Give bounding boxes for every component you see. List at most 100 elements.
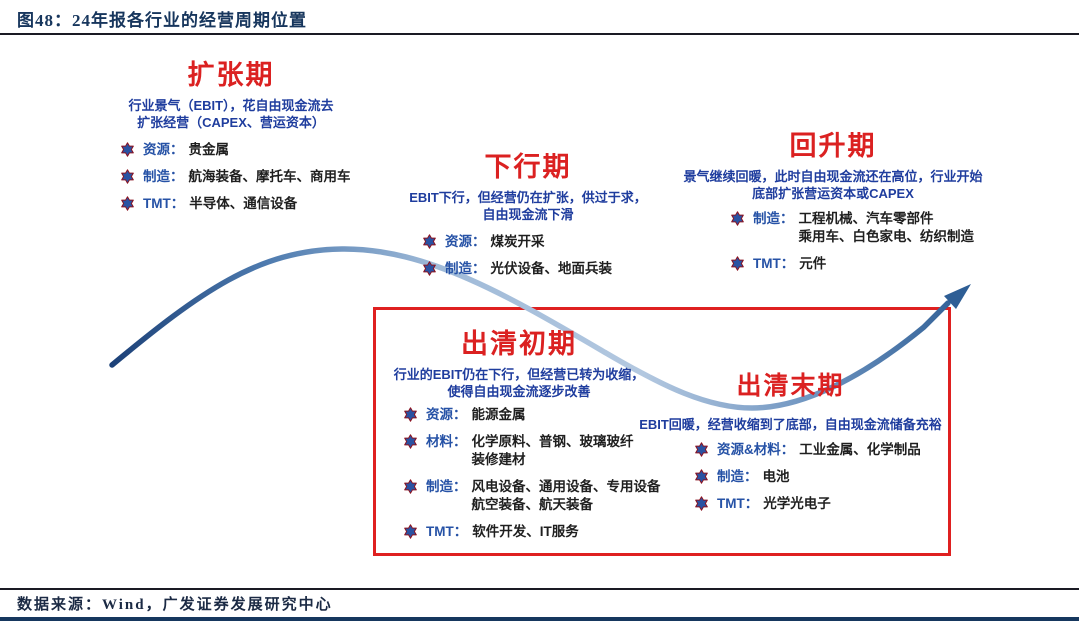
phase-description-line: 扩张经营（CAPEX、营运资本） xyxy=(137,115,325,130)
phase-description-line: EBIT下行，但经营仍在扩张，供过于求， xyxy=(409,190,647,205)
phase-description: 行业景气（EBIT），花自由现金流去扩张经营（CAPEX、营运资本） xyxy=(86,97,376,131)
phase-description-line: EBIT回暖，经营收缩到了底部，自由现金流储备充裕 xyxy=(639,417,942,432)
industry-names: 航海装备、摩托车、商用车 xyxy=(189,168,351,186)
industry-category-label: 资源&材料： xyxy=(717,442,795,457)
industry-category-label: TMT： xyxy=(426,524,468,539)
industry-names-line: 航空装备、航天装备 xyxy=(471,497,594,512)
industry-names: 工程机械、汽车零部件乘用车、白色家电、纺织制造 xyxy=(799,210,975,246)
arrow-head-icon xyxy=(944,284,971,309)
hexagram-star-icon xyxy=(694,469,709,484)
hexagram-star-icon xyxy=(120,169,135,184)
industry-category-label: TMT： xyxy=(143,196,185,211)
phase-description: 景气继续回暖，此时自由现金流还在高位，行业开始底部扩张营运资本或CAPEX xyxy=(668,168,998,202)
industry-item: 资源： 贵金属 xyxy=(120,141,376,159)
footer-rule xyxy=(0,588,1079,590)
industry-names-line: 光伏设备、地面兵装 xyxy=(490,261,613,276)
phase-title: 扩张期 xyxy=(187,60,275,90)
industry-names-line: 工程机械、汽车零部件 xyxy=(798,211,934,226)
industry-names: 光伏设备、地面兵装 xyxy=(491,260,613,278)
industry-names: 贵金属 xyxy=(189,141,230,159)
industry-names: 煤炭开采 xyxy=(491,233,545,251)
industry-item: 制造：工程机械、汽车零部件乘用车、白色家电、纺织制造 xyxy=(730,210,998,246)
phase-industry-list: 资源&材料： 工业金属、化学制品制造：电池 TMT： 光学光电子 xyxy=(694,441,943,513)
industry-category-label: 制造： xyxy=(717,469,758,484)
phase-description-line: 行业的EBIT仍在下行，但经营已转为收缩， xyxy=(393,367,645,382)
industry-category-label: 资源： xyxy=(143,142,184,157)
industry-category-label: 资源： xyxy=(445,234,486,249)
hexagram-star-icon xyxy=(422,261,437,276)
industry-item: TMT： 光学光电子 xyxy=(694,495,943,513)
industry-item: 制造： 光伏设备、地面兵装 xyxy=(422,260,658,278)
phase-title: 出清初期 xyxy=(461,329,577,359)
industry-names: 半导体、通信设备 xyxy=(189,195,297,213)
phase-clearing-early: 出清初期行业的EBIT仍在下行，但经营已转为收缩， 使得自由现金流逐步改善资源： 能… xyxy=(383,329,661,550)
industry-category-label: 制造： xyxy=(445,261,486,276)
hexagram-star-icon xyxy=(694,496,709,511)
industry-names: 化学原料、普钢、玻璃玻纤装修建材 xyxy=(472,433,634,469)
industry-names-line: 化学原料、普钢、玻璃玻纤 xyxy=(471,434,634,449)
phase-title: 出清末期 xyxy=(736,372,845,400)
phase-description-line: 行业景气（EBIT），花自由现金流去 xyxy=(128,98,334,113)
industry-names: 能源金属 xyxy=(472,406,526,424)
phase-description-line: 使得自由现金流逐步改善 xyxy=(447,384,591,399)
industry-item: 资源： 能源金属 xyxy=(403,406,655,424)
industry-names-line: 软件开发、IT服务 xyxy=(472,524,579,539)
phase-recovery: 回升期景气继续回暖，此时自由现金流还在高位，行业开始底部扩张营运资本或CAPEX… xyxy=(668,131,998,282)
industry-names-line: 装修建材 xyxy=(471,452,526,467)
industry-item: 制造： 风电设备、通用设备、专用设备航空装备、航天装备 xyxy=(403,478,661,514)
hexagram-star-icon xyxy=(403,479,418,494)
phase-description-line: 景气继续回暖，此时自由现金流还在高位，行业开始 xyxy=(683,169,983,184)
industry-names-line: 光学光电子 xyxy=(763,496,831,511)
industry-names-line: 航海装备、摩托车、商用车 xyxy=(188,169,351,184)
data-source-note: 数据来源：Wind，广发证券发展研究中心 xyxy=(17,597,333,613)
industry-category-label: TMT： xyxy=(717,496,759,511)
industry-names-line: 风电设备、通用设备、专用设备 xyxy=(471,479,661,494)
figure-title: 图48：24年报各行业的经营周期位置 xyxy=(17,11,307,30)
hexagram-star-icon xyxy=(403,434,418,449)
industry-item: 资源&材料： 工业金属、化学制品 xyxy=(694,441,943,459)
hexagram-star-icon xyxy=(403,524,418,539)
hexagram-star-icon xyxy=(694,442,709,457)
industry-names: 工业金属、化学制品 xyxy=(799,441,921,459)
hexagram-star-icon xyxy=(120,142,135,157)
industry-item: 资源： 煤炭开采 xyxy=(422,233,658,251)
industry-names-line: 元件 xyxy=(799,256,827,271)
bottom-accent-bar xyxy=(0,617,1079,621)
industry-category-label: 材料： xyxy=(426,434,467,449)
industry-names-line: 煤炭开采 xyxy=(490,234,545,249)
header-rule xyxy=(0,33,1079,35)
industry-category-label: 资源： xyxy=(426,407,467,422)
industry-names-line: 工业金属、化学制品 xyxy=(799,442,921,457)
industry-item: TMT： 元件 xyxy=(730,255,998,273)
hexagram-star-icon xyxy=(422,234,437,249)
phase-description-line: 自由现金流下滑 xyxy=(482,207,574,222)
phase-expansion: 扩张期行业景气（EBIT），花自由现金流去扩张经营（CAPEX、营运资本） 资源：… xyxy=(86,60,376,222)
phase-description-line: 底部扩张营运资本或CAPEX xyxy=(752,186,914,201)
phase-industry-list: 资源： 煤炭开采制造： 光伏设备、地面兵装 xyxy=(422,233,658,278)
industry-item: 制造：电池 xyxy=(694,468,943,486)
phase-industry-list: 资源： 能源金属材料： 化学原料、普钢、玻璃玻纤装修建材制造： 风电设备、通用设备、专… xyxy=(403,406,661,541)
hexagram-star-icon xyxy=(403,407,418,422)
phase-description: EBIT回暖，经营收缩到了底部，自由现金流储备充裕 xyxy=(638,416,943,433)
hexagram-star-icon xyxy=(730,211,745,226)
phase-clearing-late: 出清末期 EBIT回暖，经营收缩到了底部，自由现金流储备充裕资源&材料： 工业金属、… xyxy=(638,371,943,522)
industry-category-label: 制造： xyxy=(143,169,184,184)
industry-names: 光学光电子 xyxy=(763,495,831,513)
industry-item: 制造： 航海装备、摩托车、商用车 xyxy=(120,168,376,186)
industry-category-label: TMT： xyxy=(753,256,795,271)
industry-names-line: 能源金属 xyxy=(471,407,526,422)
phase-description: 行业的EBIT仍在下行，但经营已转为收缩， 使得自由现金流逐步改善 xyxy=(383,366,655,400)
phase-title: 下行期 xyxy=(484,152,572,182)
phase-description: EBIT下行，但经营仍在扩张，供过于求， 自由现金流下滑 xyxy=(398,189,658,223)
industry-names: 风电设备、通用设备、专用设备航空装备、航天装备 xyxy=(472,478,661,514)
industry-item: TMT： 半导体、通信设备 xyxy=(120,195,376,213)
industry-names-line: 乘用车、白色家电、纺织制造 xyxy=(798,229,975,244)
industry-names: 软件开发、IT服务 xyxy=(472,523,579,541)
industry-category-label: 制造： xyxy=(426,479,467,494)
hexagram-star-icon xyxy=(120,196,135,211)
industry-item: TMT： 软件开发、IT服务 xyxy=(403,523,655,541)
